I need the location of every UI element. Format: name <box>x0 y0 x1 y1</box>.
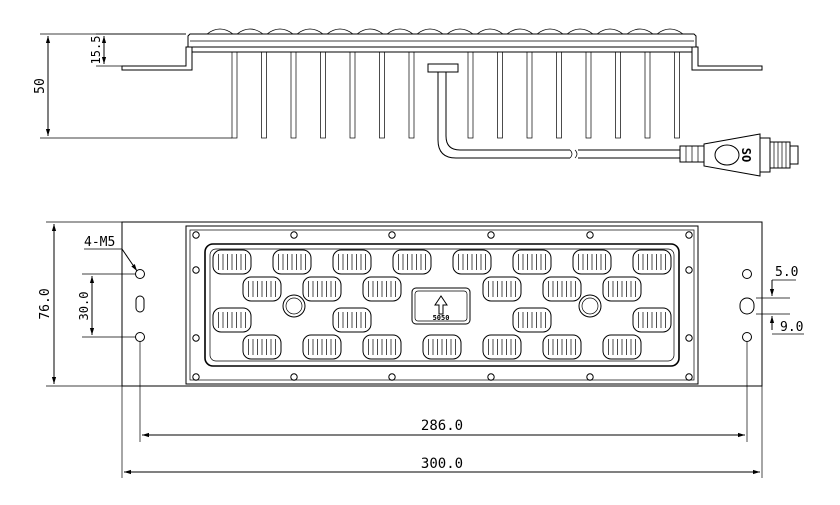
connector-label: SO <box>739 148 753 162</box>
lens-bump <box>506 28 534 35</box>
heatsink-fin <box>290 51 297 139</box>
lens <box>242 276 282 302</box>
housing-screw <box>290 231 298 239</box>
heatsink-fin <box>467 51 474 139</box>
overall-length-dim: 300.0 <box>421 456 463 472</box>
lens-bump <box>326 28 354 35</box>
housing-screw <box>290 373 298 381</box>
hole-spacing-dim: 30.0 <box>77 292 91 321</box>
lens-bump <box>656 28 684 35</box>
lens-bump <box>536 28 564 35</box>
lens-bumps <box>206 28 684 35</box>
slot-length-dim: 9.0 <box>780 320 803 335</box>
lens-height-dim: 15.5 <box>89 36 103 65</box>
housing-screw <box>685 373 693 381</box>
lens-bump <box>416 28 444 35</box>
lens <box>452 249 492 275</box>
lens <box>362 334 402 360</box>
housing-screw <box>586 231 594 239</box>
lens <box>512 307 552 333</box>
housing-screw <box>192 373 200 381</box>
lens-bump <box>446 28 474 35</box>
housing-screw <box>192 231 200 239</box>
lens <box>242 334 282 360</box>
waterproof-connector: SO <box>679 133 799 177</box>
lens-array <box>212 249 672 360</box>
lens-bump <box>626 28 654 35</box>
lens-bump <box>296 28 324 35</box>
lens <box>362 276 402 302</box>
heatsink-fin <box>320 51 326 139</box>
lens <box>542 276 582 302</box>
housing-screws <box>192 231 693 381</box>
lens <box>332 249 372 275</box>
heatsink-fin <box>644 51 651 139</box>
housing-screw <box>192 266 200 274</box>
lens <box>272 249 312 275</box>
housing-screw <box>685 231 693 239</box>
heatsink-fin <box>526 51 533 139</box>
heatsink-fin <box>585 51 592 139</box>
lens-bump <box>236 28 264 35</box>
lens <box>602 276 642 302</box>
housing-screw <box>487 373 495 381</box>
heatsink-fins <box>231 51 680 139</box>
lens <box>482 334 522 360</box>
lens <box>392 249 432 275</box>
heatsink-fin <box>615 51 621 139</box>
housing-screw <box>192 334 200 342</box>
lens <box>302 276 342 302</box>
heatsink-fin <box>674 51 680 139</box>
front-view: 5050 4-M5 76.0 30.0 5.0 9.0 <box>38 221 804 478</box>
side-height-dim: 50 <box>33 78 48 94</box>
lens <box>212 307 252 333</box>
housing-screw <box>388 373 396 381</box>
lens <box>512 249 552 275</box>
lens <box>632 249 672 275</box>
lens <box>212 249 252 275</box>
led-marking: 5050 <box>433 314 450 322</box>
housing-screw <box>586 373 594 381</box>
lens-bump <box>206 28 234 35</box>
heatsink-fin <box>497 51 503 139</box>
heatsink-fin <box>379 51 385 139</box>
side-view: SO 50 15.5 <box>33 28 799 177</box>
heatsink-fin <box>261 51 267 139</box>
front-height-dim: 76.0 <box>38 288 53 319</box>
lens-bump <box>266 28 294 35</box>
lens-bump <box>386 28 414 35</box>
lens <box>632 307 672 333</box>
lens <box>542 334 582 360</box>
lens <box>302 334 342 360</box>
housing-screw <box>487 231 495 239</box>
screw-callout: 4-M5 <box>84 235 115 250</box>
heatsink-fin <box>231 51 238 139</box>
lens-bump <box>596 28 624 35</box>
lens <box>332 307 372 333</box>
heatsink-fin <box>556 51 562 139</box>
heatsink-fin <box>408 51 415 139</box>
lens <box>482 276 522 302</box>
hole-pitch-dim: 286.0 <box>421 418 463 434</box>
slot-offset-dim: 5.0 <box>775 265 798 280</box>
lens <box>602 334 642 360</box>
housing-screw <box>685 334 693 342</box>
housing-screw <box>685 266 693 274</box>
heatsink-fin <box>349 51 356 139</box>
lens <box>422 334 462 360</box>
housing-screw <box>388 231 396 239</box>
lens-bump <box>476 28 504 35</box>
lens <box>572 249 612 275</box>
lens-bump <box>356 28 384 35</box>
lens-bump <box>566 28 594 35</box>
